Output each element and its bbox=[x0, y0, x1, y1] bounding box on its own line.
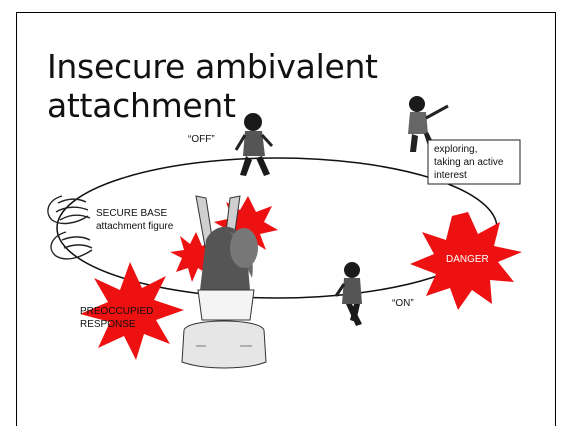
child-figure-icon bbox=[234, 113, 274, 176]
cupped-hands-icon bbox=[47, 195, 93, 260]
parent-figure-icon bbox=[181, 195, 267, 369]
preoccupied-label-line2: RESPONSE bbox=[80, 319, 136, 330]
preoccupied-label-line1: PREOCCUPIED bbox=[80, 306, 153, 317]
on-label: “ON” bbox=[392, 298, 414, 309]
starburst-icon bbox=[80, 262, 184, 360]
child-figure-icon bbox=[334, 262, 362, 326]
slide-title: Insecure ambivalent attachment bbox=[47, 47, 378, 125]
exploring-label-box bbox=[427, 139, 521, 185]
exploring-label-line1: exploring, bbox=[434, 144, 477, 155]
danger-label: DANGER bbox=[446, 254, 489, 265]
off-label: “OFF” bbox=[188, 134, 215, 145]
exploring-label-line3: interest bbox=[434, 170, 467, 181]
secure-base-label-line1: SECURE BASE bbox=[96, 208, 167, 219]
danger-burst bbox=[410, 212, 522, 310]
secure-base-label-line2: attachment figure bbox=[96, 221, 174, 232]
exploring-label-line2: taking an active bbox=[434, 157, 504, 168]
